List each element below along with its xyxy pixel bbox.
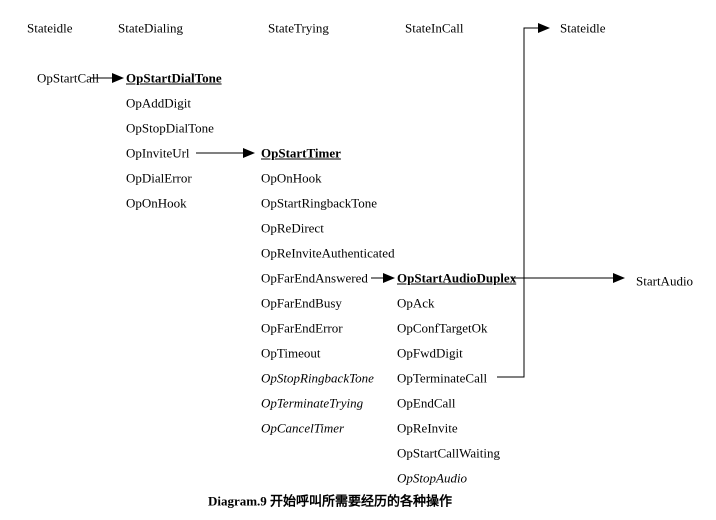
op-opstopdialtone: OpStopDialTone (126, 120, 214, 136)
arrow-opfarendanswered-to-opstartaudioduplex (371, 273, 395, 283)
op-opconftargetok: OpConfTargetOk (397, 320, 488, 336)
op-opendcall: OpEndCall (397, 395, 456, 411)
op-oponhook-dialing: OpOnHook (126, 195, 187, 211)
op-opstartaudioduplex-entry: OpStartAudioDuplex (397, 270, 517, 286)
op-opack: OpAck (397, 295, 435, 311)
arrow-opinviteurl-to-opstarttimer (196, 148, 255, 158)
state-header-statetrying: StateTrying (268, 20, 329, 36)
op-opstartringbacktone: OpStartRingbackTone (261, 195, 378, 211)
op-opterminatecall: OpTerminateCall (397, 370, 488, 386)
op-opterminatetrying-exit: OpTerminateTrying (261, 395, 364, 411)
op-opstopaudio-exit: OpStopAudio (397, 470, 468, 486)
op-opstartcall: OpStartCall (37, 70, 100, 86)
op-opinviteurl: OpInviteUrl (126, 145, 190, 161)
op-optimeout: OpTimeout (261, 345, 321, 361)
op-opstopringbacktone-exit: OpStopRingbackTone (261, 370, 374, 386)
op-opdialerror: OpDialError (126, 170, 192, 186)
op-opcanceltimer-exit: OpCancelTimer (261, 420, 345, 436)
op-opfwddigit: OpFwdDigit (397, 345, 463, 361)
op-opreinviteauthenticated: OpReInviteAuthenticated (261, 245, 395, 261)
op-opstarttimer-entry: OpStartTimer (261, 145, 341, 161)
arrow-opterminatecall-to-stateidle (497, 23, 550, 378)
op-opfarendbusy: OpFarEndBusy (261, 295, 342, 311)
op-opredirect: OpReDirect (261, 220, 324, 236)
state-header-stateidle: Stateidle (27, 20, 73, 36)
op-opstartdialtone-entry: OpStartDialTone (126, 70, 222, 86)
op-opfarenderror: OpFarEndError (261, 320, 343, 336)
arrow-opstartaudioduplex-to-startaudio (511, 273, 625, 283)
op-opadddigit: OpAddDigit (126, 95, 191, 111)
state-header-stateincall: StateInCall (405, 20, 464, 36)
op-oponhook-trying: OpOnHook (261, 170, 322, 186)
op-opstartcallwaiting: OpStartCallWaiting (397, 445, 500, 461)
startaudio-result-label: StartAudio (636, 273, 694, 289)
op-opreinvite: OpReInvite (397, 420, 458, 436)
state-header-stateidle-return: Stateidle (560, 20, 606, 36)
state-header-statedialing: StateDialing (118, 20, 183, 36)
op-opfarendanswered: OpFarEndAnswered (261, 270, 368, 286)
diagram-caption: Diagram.9 开始呼叫所需要经历的各种操作 (207, 493, 453, 509)
